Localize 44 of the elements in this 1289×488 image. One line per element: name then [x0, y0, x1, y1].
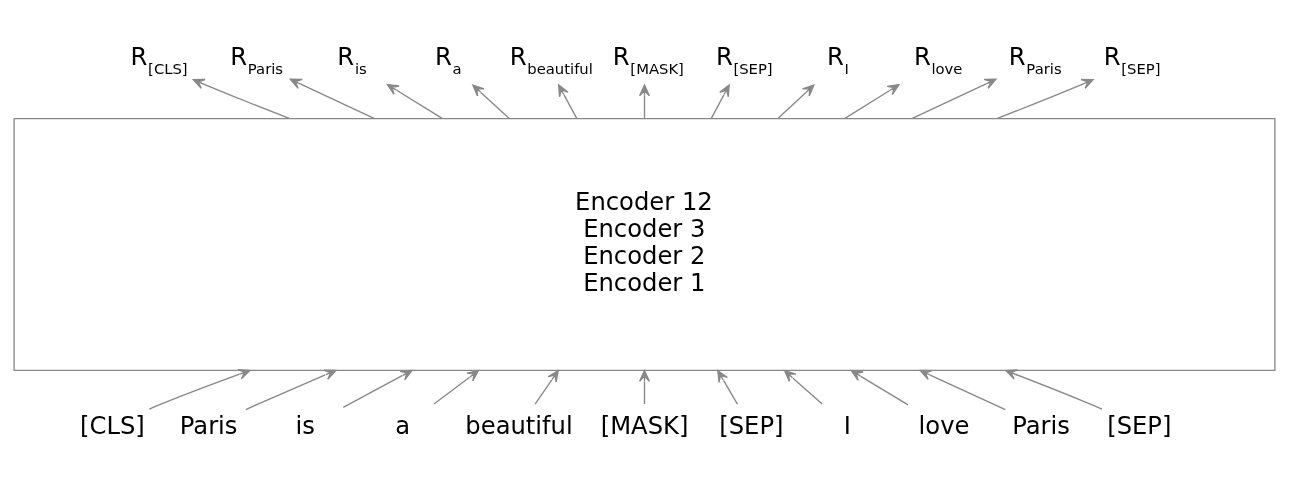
node-text: R$_{Paris}$: [230, 41, 284, 77]
arrow: [472, 83, 510, 119]
node-box: Encoder 12 Encoder 3 Encoder 2 Encoder 1: [13, 117, 1276, 371]
node-text: Paris: [179, 410, 238, 440]
arrow: [844, 83, 900, 119]
node-text: R$_{[SEP]}$: [1103, 41, 1161, 77]
node-text: R$_{a}$: [435, 41, 462, 77]
arrow: [342, 369, 413, 408]
node-text: R$_{I}$: [827, 41, 849, 77]
node-text: Paris: [1012, 410, 1070, 440]
arrow: [245, 369, 337, 410]
arrow: [996, 78, 1094, 119]
arrow: [638, 83, 651, 119]
arrow: [783, 369, 823, 405]
arrow: [638, 369, 651, 405]
node-text: love: [918, 410, 970, 440]
node-text: is: [295, 410, 315, 440]
arrow: [919, 369, 1007, 410]
arrow: [710, 83, 730, 119]
node-text: a: [395, 410, 411, 440]
arrow: [433, 369, 480, 405]
node-text: beautiful: [465, 410, 573, 440]
arrow: [850, 369, 909, 405]
node-text: R$_{Paris}$: [1008, 41, 1062, 77]
node-text: [CLS]: [80, 410, 145, 440]
node-text: R$_{[MASK]}$: [612, 41, 684, 77]
node-text: [MASK]: [600, 410, 689, 440]
arrow: [1005, 368, 1103, 410]
node-text: R$_{beautiful}$: [509, 41, 593, 77]
node-text: [SEP]: [1107, 410, 1172, 440]
arrow: [777, 83, 815, 119]
node-text: R$_{love}$: [913, 41, 963, 77]
node-text: R$_{[SEP]}$: [715, 41, 773, 77]
node-text: R$_{[CLS]}$: [130, 41, 188, 77]
arrow: [534, 369, 559, 405]
arrow: [148, 368, 251, 410]
node-text: [SEP]: [719, 410, 784, 440]
arrow: [911, 78, 997, 119]
arrow: [386, 83, 443, 119]
node-text: R$_{is}$: [337, 41, 367, 77]
arrow: [717, 369, 739, 405]
arrow: [558, 83, 578, 119]
arrow: [192, 78, 290, 119]
node-text: I: [843, 410, 852, 440]
